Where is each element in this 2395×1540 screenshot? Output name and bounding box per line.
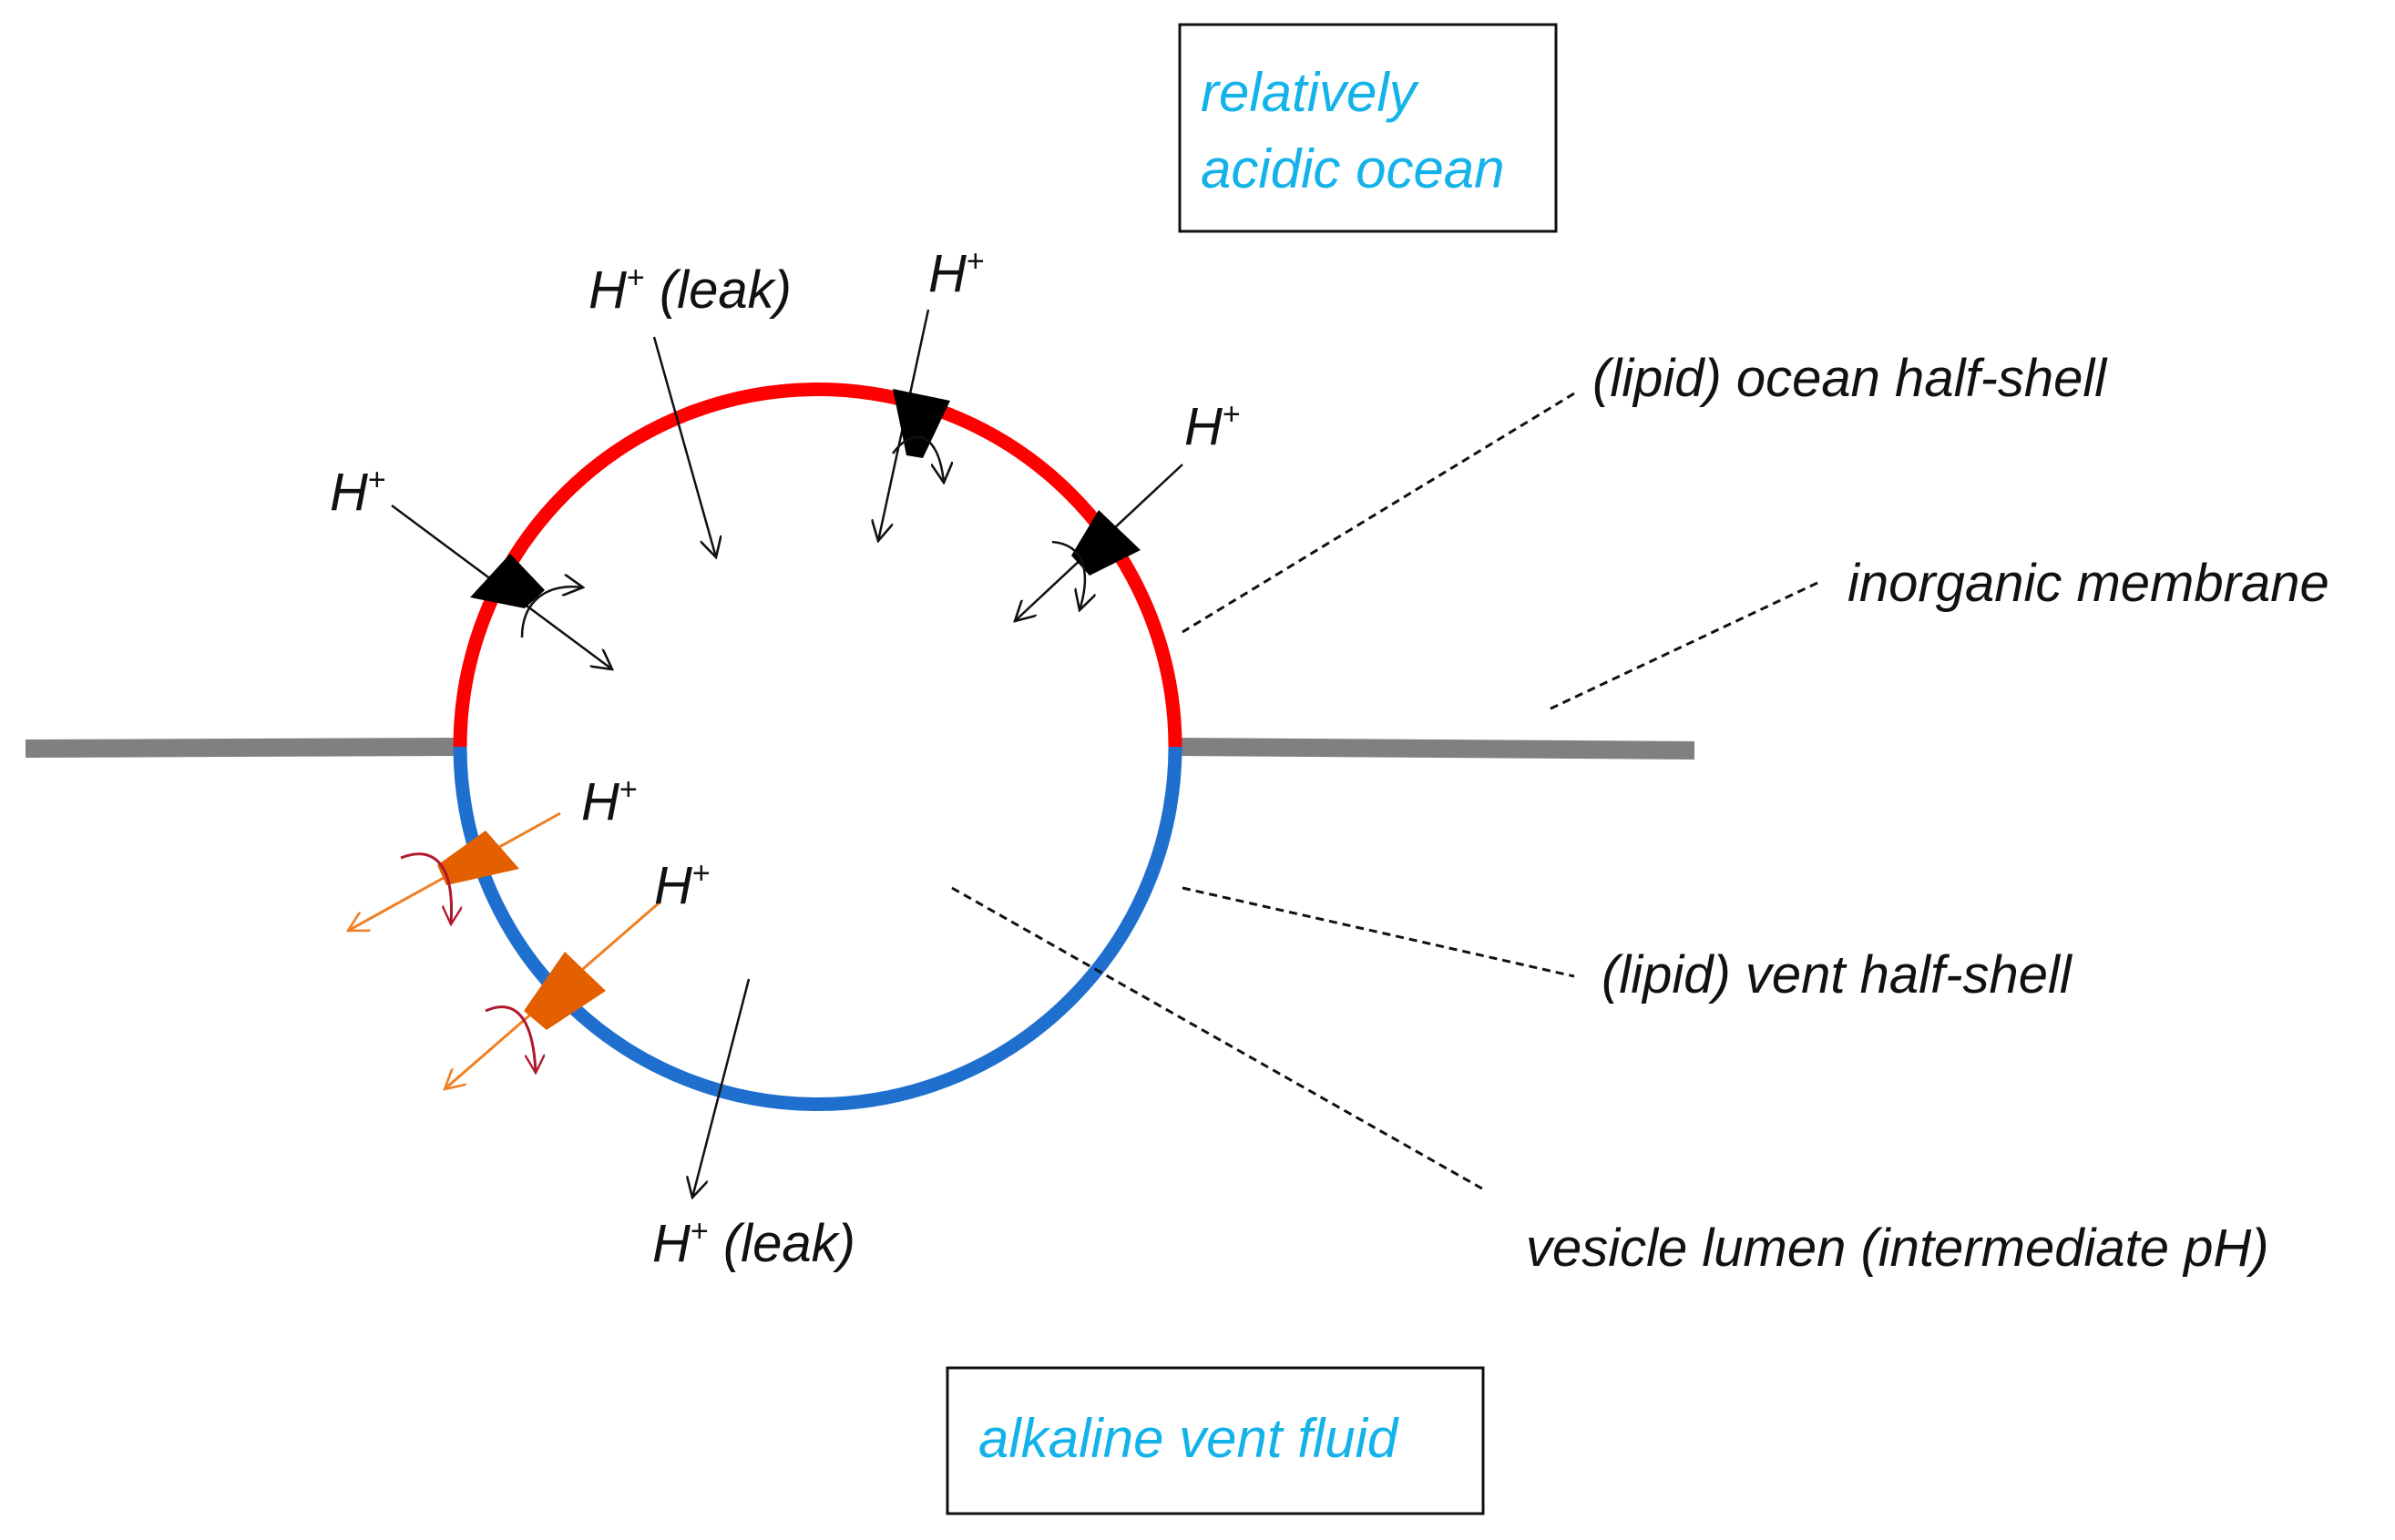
black-pump-right	[1015, 464, 1183, 621]
proton-label-orange-lower: H+	[654, 856, 711, 915]
black-pump-left	[391, 504, 612, 669]
inorganic-membrane-label: inorganic membrane	[1847, 554, 2329, 613]
ocean-box-line-2: acidic ocean	[1201, 138, 1505, 199]
ocean-box-label: relatively acidic ocean	[1201, 62, 1505, 199]
ocean-half-shell	[453, 382, 1182, 748]
leader-vesicle-lumen	[951, 886, 1488, 1193]
leak-arrow-bottom	[692, 978, 751, 1198]
ocean-box	[1178, 23, 1558, 233]
leader-inorganic-membrane	[1546, 581, 1818, 712]
vent-box-label: alkaline vent fluid	[978, 1408, 1399, 1469]
proton-pump-icon	[470, 554, 545, 608]
proton-label-top: H+	[928, 244, 985, 303]
orange-pump-upper	[348, 811, 561, 931]
leak-arrow-top	[652, 336, 716, 557]
ocean-box-line-1: relatively	[1201, 62, 1420, 123]
ocean-half-shell-label: (lipid) ocean half-shell	[1592, 349, 2108, 408]
vesicle-lumen-label: vesicle lumen (intermediate pH)	[1526, 1219, 2269, 1278]
proton-label-orange-upper: H+	[581, 772, 638, 831]
vent-half-shell-label: (lipid) vent half-shell	[1602, 945, 2073, 1005]
leader-ocean-half-shell	[1182, 392, 1575, 634]
proton-pump-icon	[524, 952, 606, 1030]
vent-half-shell	[453, 746, 1182, 1111]
black-pump-top	[878, 309, 950, 541]
proton-leak-label-top: H+ (leak)	[589, 260, 792, 320]
proton-pump-icon	[437, 831, 519, 885]
proton-pump-icon	[893, 389, 950, 458]
proton-label-left: H+	[330, 463, 386, 522]
inorganic-membrane-left	[25, 738, 461, 758]
proton-leak-label-bottom: H+ (leak)	[652, 1214, 855, 1273]
vent-box	[946, 1366, 1485, 1515]
orange-pump-lower	[445, 900, 661, 1089]
proton-label-right: H+	[1184, 397, 1241, 456]
leader-vent-half-shell	[1182, 886, 1575, 978]
proton-pump-icon	[1071, 510, 1141, 576]
inorganic-membrane-right	[1174, 738, 1695, 760]
